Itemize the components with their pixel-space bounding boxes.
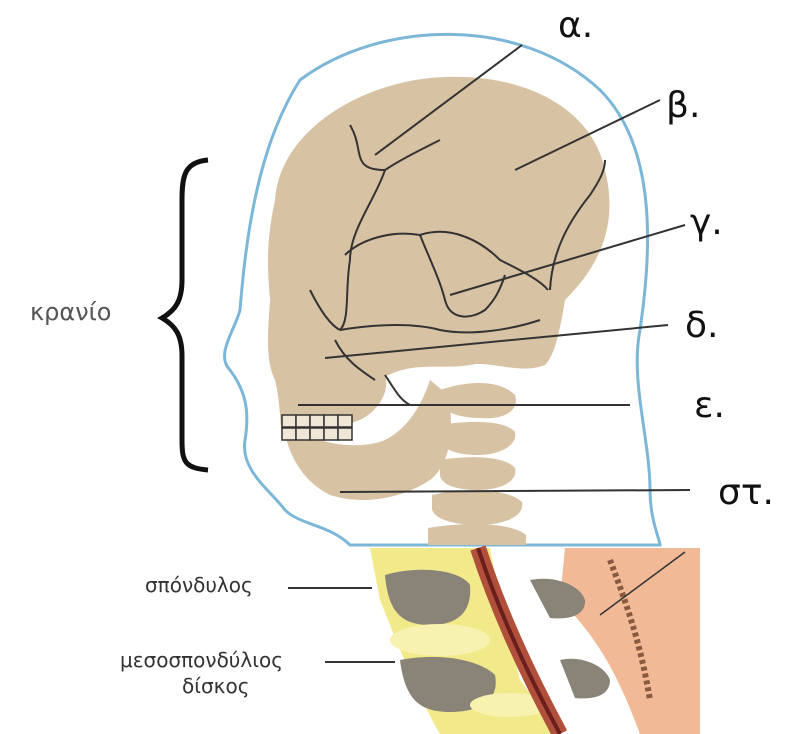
label-disk-line1: μεσοσπονδύλιος xyxy=(120,650,283,670)
kranio-brace xyxy=(162,160,208,470)
label-st: στ. xyxy=(718,475,774,511)
label-epsilon: ε. xyxy=(694,388,725,424)
label-spondylos: σπόνδυλος xyxy=(145,575,253,595)
spine-section xyxy=(288,548,715,734)
label-delta: δ. xyxy=(685,308,718,344)
label-disk-line2: δίσκος xyxy=(182,676,249,696)
label-beta: β. xyxy=(666,88,700,124)
label-alpha: α. xyxy=(558,8,593,44)
teeth xyxy=(282,415,352,440)
label-gamma: γ. xyxy=(690,205,723,241)
label-kranio: κρανίο xyxy=(30,300,111,324)
skull-cranium xyxy=(268,77,609,393)
